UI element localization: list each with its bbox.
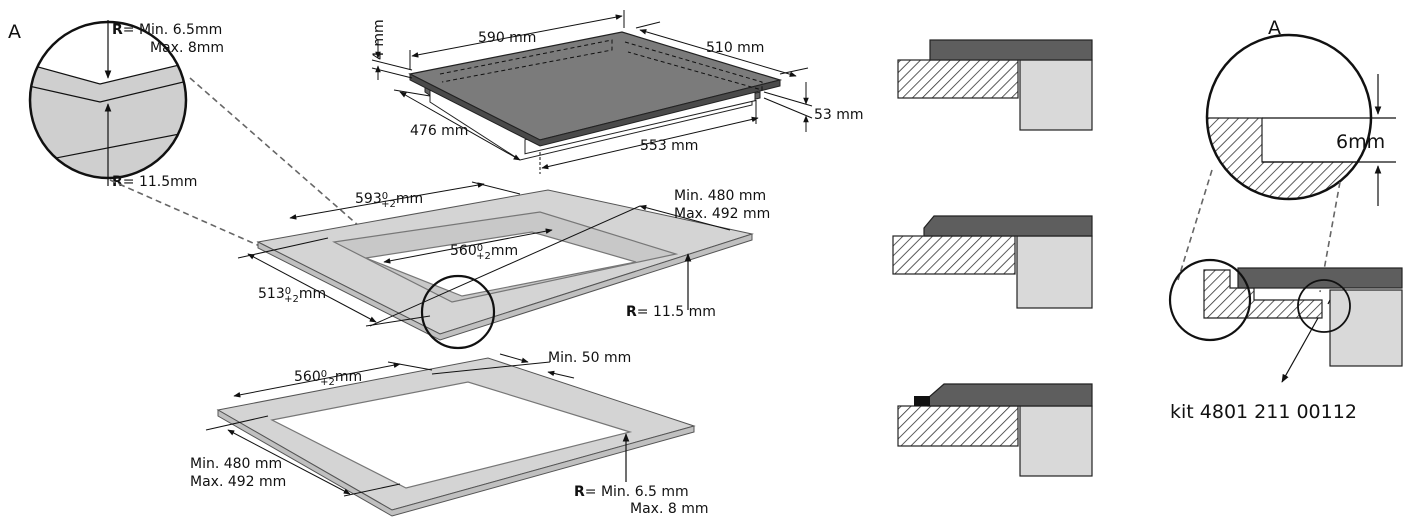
kit-marker: [1297, 279, 1351, 333]
radius-note-bottom: R= 11.5mm: [112, 174, 197, 190]
kit-number: kit 4801 211 00112: [1170, 401, 1357, 423]
detail-a-marker: [420, 274, 496, 350]
hob-drawing: 590 mm 510 mm 4 mm 476 mm 553 mm 53 mm: [371, 10, 864, 174]
detail-a-marker-right: [1168, 258, 1252, 342]
cutout-overlay: 5600+2mm Min. 50 mm Min. 480 mm Max. 492…: [190, 350, 708, 517]
detail-a-left-label: A: [8, 21, 21, 43]
gap-dim: 6mm: [1336, 131, 1385, 153]
radius-cut2-max: Max. 8 mm: [630, 501, 708, 517]
dist-a-max: Max. 492 mm: [674, 206, 770, 222]
dist-a-min: Min. 480 mm: [674, 188, 766, 204]
section-flush: [897, 39, 1093, 131]
hob-body-depth-dim: 476 mm: [410, 123, 468, 139]
cut-outer-width-dim: 5930+2mm: [355, 191, 423, 210]
cut2-width-dim: 5600+2mm: [294, 369, 362, 388]
section-bevel: [892, 215, 1093, 309]
hob-thickness-dim: 4 mm: [371, 19, 387, 60]
section-seal: [897, 383, 1093, 477]
detail-a-right-label: A: [1268, 17, 1281, 39]
radius-cut2-dim: R= Min. 6.5 mm: [574, 484, 689, 500]
min-50-dim: Min. 50 mm: [548, 350, 631, 366]
radius-note-top: R= Min. 6.5mm: [112, 22, 222, 38]
cutout-flush: 5930+2mm 5130+2mm 5600+2mm Min. 480 mm M…: [237, 181, 770, 350]
cutout2-hole: [270, 381, 633, 489]
hob-body-width-dim: 553 mm: [640, 138, 698, 154]
hob-depth-dim: 510 mm: [706, 40, 764, 56]
radius-cut-dim: R= 11.5 mm: [626, 304, 716, 320]
cut-outer-depth-dim: 5130+2mm: [258, 286, 326, 305]
dist-b-min: Min. 480 mm: [190, 456, 282, 472]
seal-strip: [914, 396, 930, 406]
detail-a-right: A 6mm kit 4801 211 00112: [1168, 17, 1403, 423]
hob-height-dim: 53 mm: [814, 107, 864, 123]
dist-b-max: Max. 492 mm: [190, 474, 286, 490]
cut-inner-width-dim: 5600+2mm: [450, 243, 518, 262]
hob-width-dim: 590 mm: [478, 30, 536, 46]
detail-a-right-circle: [1205, 33, 1373, 201]
radius-note-top-max: Max. 8mm: [150, 40, 224, 56]
